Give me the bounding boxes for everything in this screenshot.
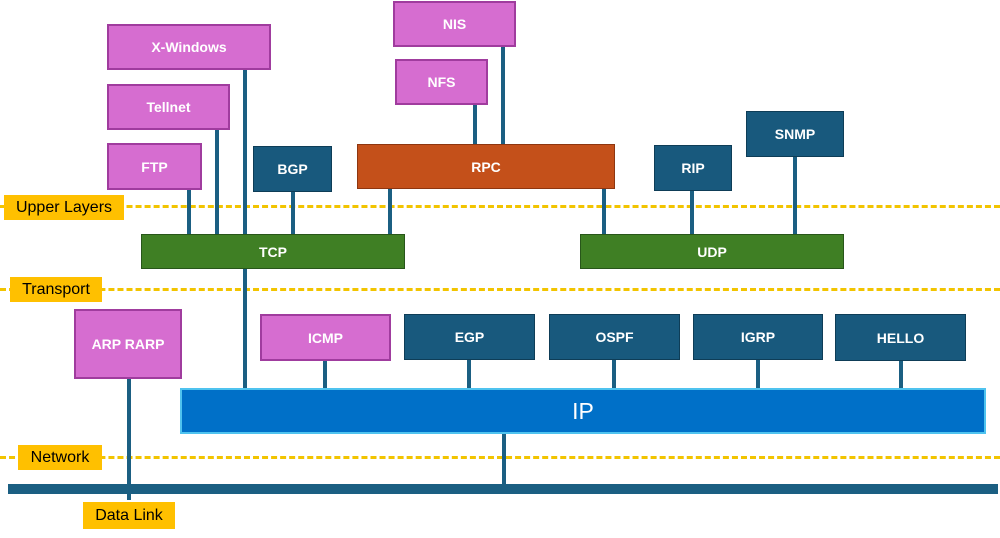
- network-divider: [0, 456, 1000, 459]
- connector-rpc-tcp: [388, 189, 392, 236]
- rpc-box: RPC: [357, 144, 615, 189]
- bgp-label: BGP: [277, 161, 308, 177]
- connector-xwindows-ip: [243, 70, 247, 388]
- snmp-label: SNMP: [774, 126, 816, 142]
- upper-layers-divider: [0, 205, 1000, 208]
- xwindows-label: X-Windows: [151, 39, 227, 55]
- snmp-box: SNMP: [746, 111, 844, 157]
- data-link-bar: [8, 484, 998, 494]
- connector-ospf-ip: [612, 360, 616, 388]
- hello-label: HELLO: [876, 329, 925, 346]
- icmp-label: ICMP: [308, 329, 343, 346]
- upper-layers-label: Upper Layers: [4, 195, 124, 220]
- tcp-box: TCP: [141, 234, 405, 269]
- ip-box: IP: [180, 388, 986, 434]
- nis-box: NIS: [393, 1, 516, 47]
- connector-nfs-rpc: [473, 105, 477, 145]
- connector-igrp-ip: [756, 360, 760, 388]
- connector-nis-rpc: [501, 47, 505, 145]
- igrp-box: IGRP: [693, 314, 823, 360]
- bgp-box: BGP: [253, 146, 332, 192]
- hello-box: HELLO: [835, 314, 966, 361]
- arp-rarp-box: ARP RARP: [74, 309, 182, 379]
- icmp-box: ICMP: [260, 314, 391, 361]
- udp-box: UDP: [580, 234, 844, 269]
- igrp-label: IGRP: [740, 329, 776, 345]
- ospf-label: OSPF: [595, 329, 634, 345]
- connector-hello-ip: [899, 361, 903, 388]
- ospf-box: OSPF: [549, 314, 680, 360]
- rip-label: RIP: [681, 160, 705, 176]
- nfs-label: NFS: [427, 74, 456, 90]
- transport-label: Transport: [10, 277, 102, 302]
- arp-rarp-label: ARP RARP: [91, 336, 165, 352]
- rip-box: RIP: [654, 145, 732, 191]
- transport-divider: [0, 288, 1000, 291]
- connector-arp-datalink: [127, 378, 131, 500]
- connector-telnet-tcp: [215, 130, 219, 236]
- tcp-label: TCP: [259, 243, 287, 260]
- connector-snmp-udp: [793, 157, 797, 236]
- network-label: Network: [18, 445, 102, 470]
- connector-bgp-tcp: [291, 192, 295, 236]
- telnet-label: Tellnet: [146, 99, 191, 115]
- ftp-label: FTP: [141, 158, 168, 175]
- connector-ftp-tcp: [187, 190, 191, 236]
- connector-egp-ip: [467, 360, 471, 388]
- connector-icmp-ip: [323, 361, 327, 388]
- udp-label: UDP: [697, 243, 727, 260]
- data-link-label: Data Link: [83, 502, 175, 529]
- ftp-box: FTP: [107, 143, 202, 190]
- nfs-box: NFS: [395, 59, 488, 105]
- connector-ip-datalink: [502, 434, 506, 486]
- ip-label: IP: [572, 397, 594, 424]
- connector-rpc-udp: [602, 189, 606, 236]
- egp-label: EGP: [454, 329, 485, 345]
- telnet-box: Tellnet: [107, 84, 230, 130]
- nis-label: NIS: [442, 16, 467, 32]
- egp-box: EGP: [404, 314, 535, 360]
- connector-rip-udp: [690, 191, 694, 236]
- rpc-label: RPC: [471, 158, 501, 175]
- xwindows-box: X-Windows: [107, 24, 271, 70]
